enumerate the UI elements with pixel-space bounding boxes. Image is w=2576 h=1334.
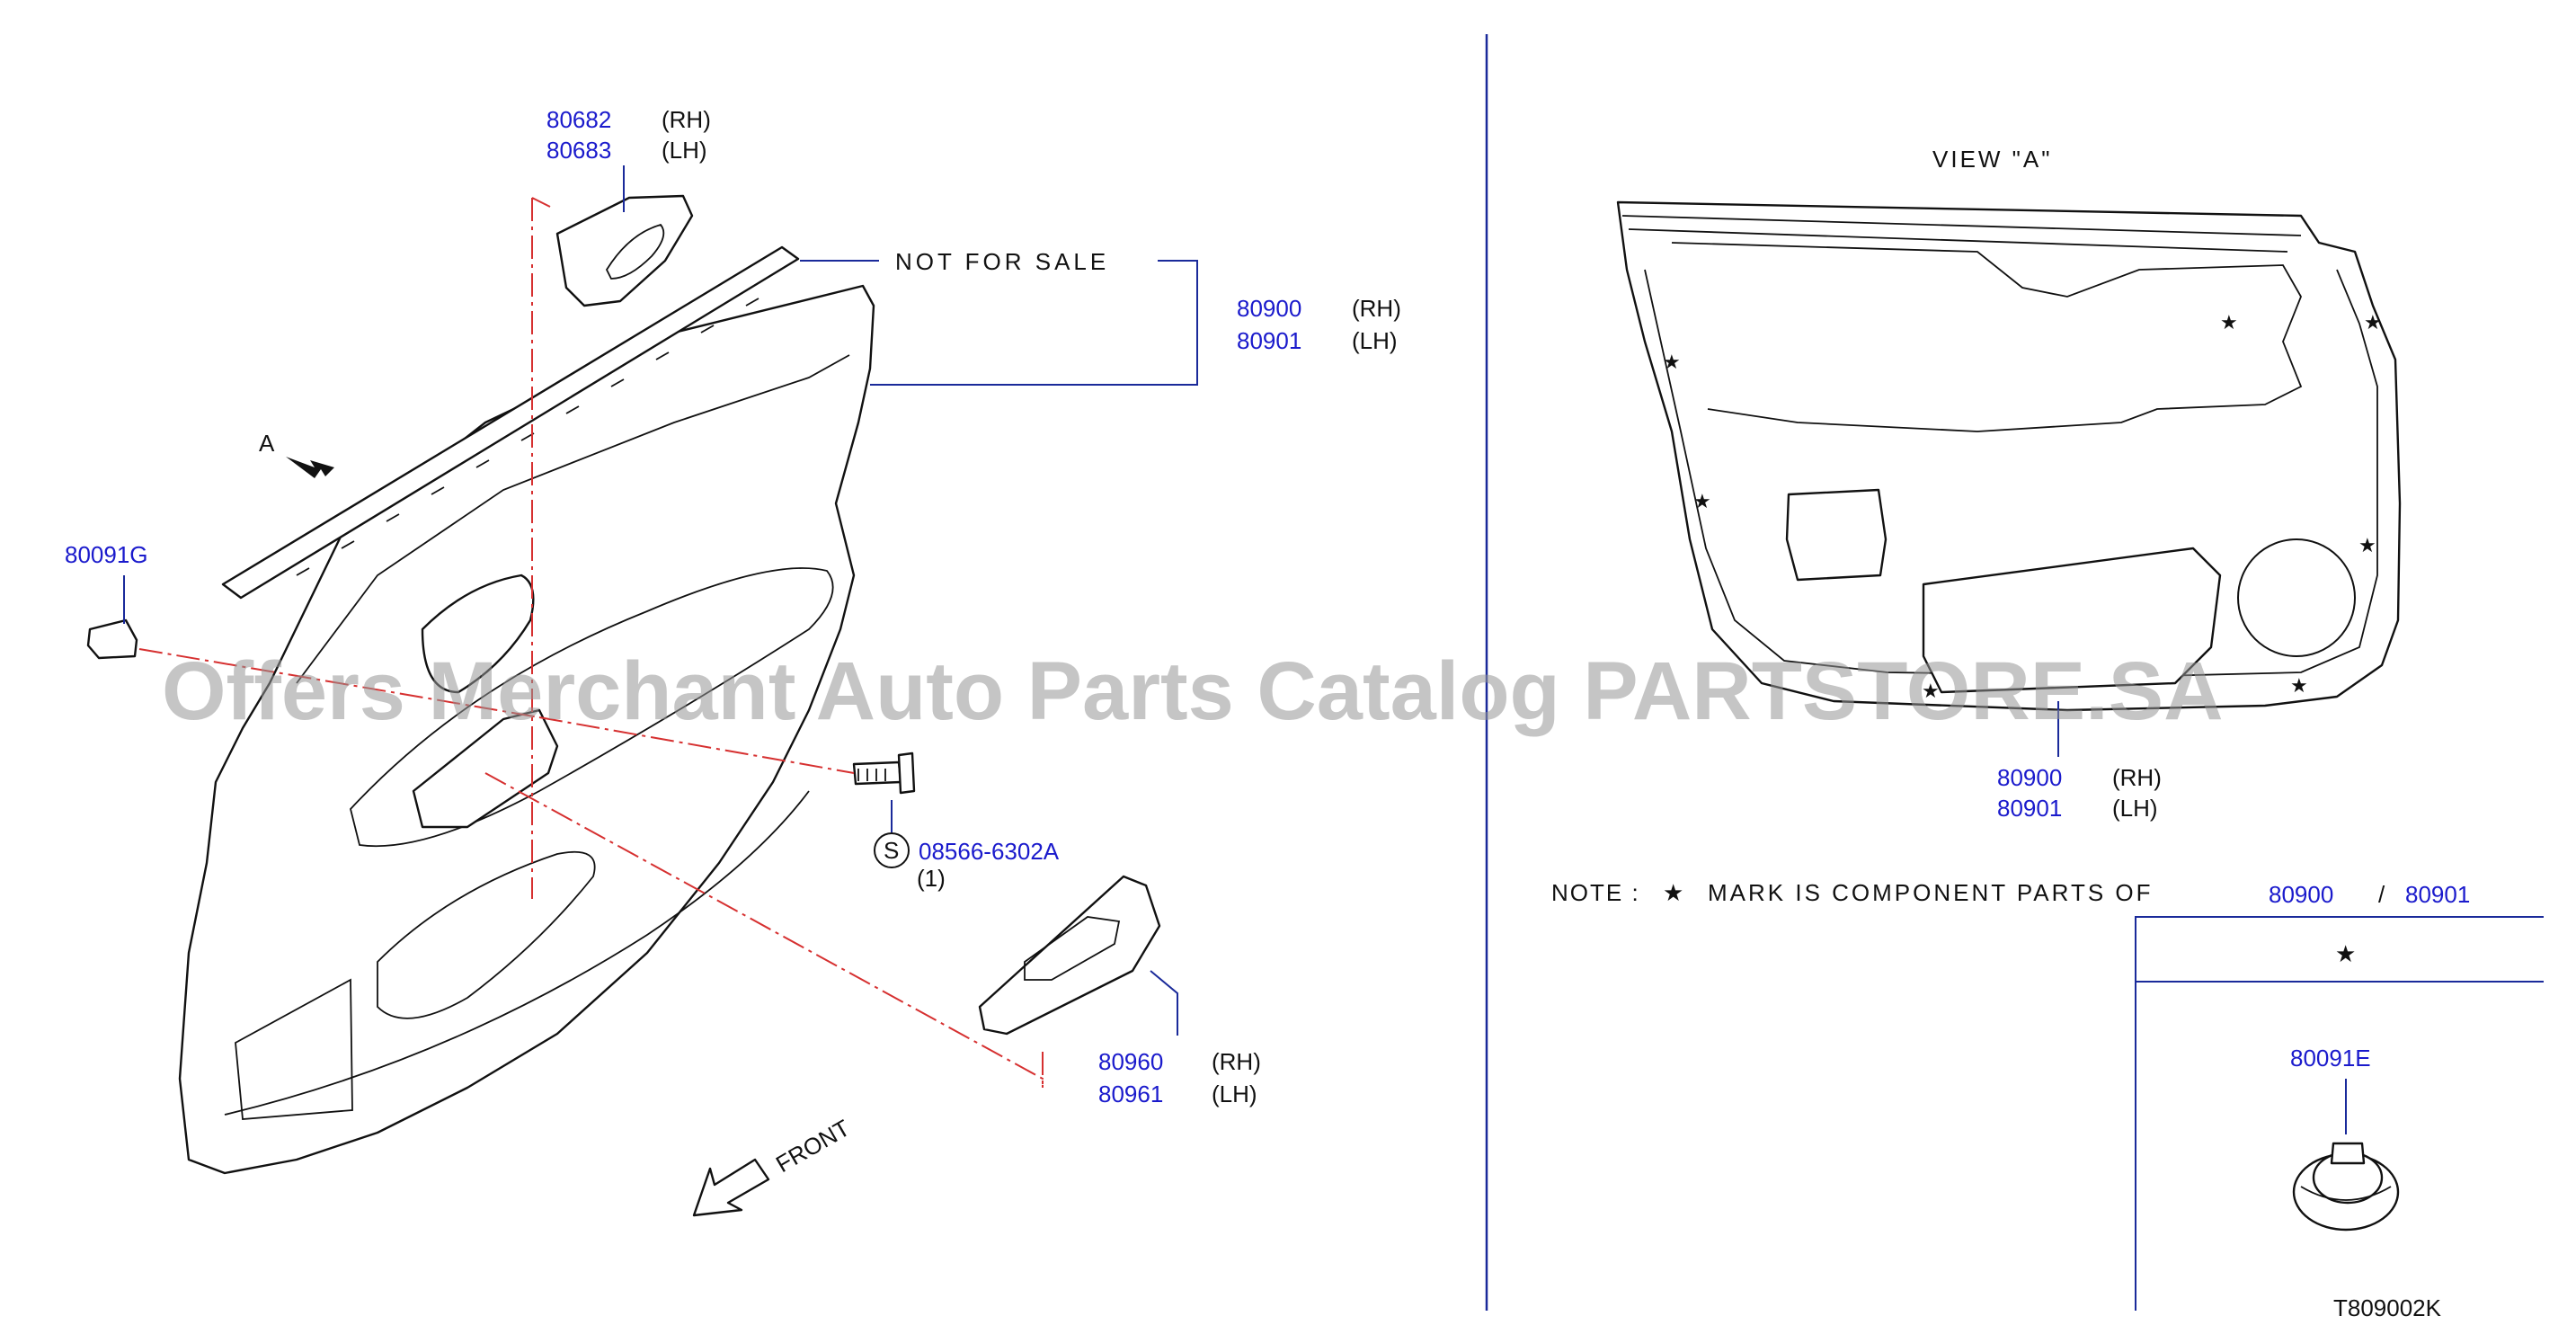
note-part-b: 80901 <box>2405 881 2470 908</box>
guide-line-clip <box>138 648 540 718</box>
callout-80901: 80901 <box>1237 327 1301 354</box>
not-for-sale-label: NOT FOR SALE <box>895 248 1109 275</box>
switch-finisher-part <box>555 194 694 307</box>
arrow-a-label: A <box>259 430 275 457</box>
note-star-icon: ★ <box>1663 879 1683 906</box>
callout-08566-6302a: 08566-6302A <box>919 838 1060 865</box>
clip-80091g-part <box>86 618 138 660</box>
callout-80961: 80961 <box>1098 1081 1163 1107</box>
callout-80683: 80683 <box>546 137 611 164</box>
guide-line-bolt <box>538 716 855 774</box>
view-callout-80900: 80900 <box>1997 764 2062 791</box>
clip-80091e-part <box>2292 1142 2400 1232</box>
callout-rh-80682: (RH) <box>662 106 711 133</box>
rear-view-armrest-frame <box>1922 547 2222 694</box>
svg-text:★: ★ <box>1922 680 1940 702</box>
door-trim-lower-line <box>224 790 810 1116</box>
power-window-switch-buttons <box>1024 916 1121 981</box>
figure-code: T809002K <box>2333 1294 2442 1321</box>
power-window-switch-part <box>978 875 1161 1036</box>
bolt-quantity: (1) <box>917 865 946 892</box>
rear-view-module <box>1785 488 1888 582</box>
callout-80960: 80960 <box>1098 1048 1163 1075</box>
callout-rh-80900: (RH) <box>1352 295 1401 322</box>
guide-line-switch <box>484 772 1044 1088</box>
window-moulding-strip <box>221 245 800 600</box>
bolt-mark: S <box>884 837 899 864</box>
switch-bracket <box>412 708 559 829</box>
bolt-mark-circle <box>874 832 910 868</box>
callout-lh-80961: (LH) <box>1212 1081 1257 1107</box>
door-trim-armrest <box>350 567 834 848</box>
view-a-title: VIEW "A" <box>1932 146 2052 173</box>
component-table-frame <box>2135 916 2544 1311</box>
callout-80682: 80682 <box>546 106 611 133</box>
svg-text:★: ★ <box>2290 674 2308 697</box>
callout-rh-80960: (RH) <box>1212 1048 1261 1075</box>
note-prefix: NOTE : <box>1551 879 1640 906</box>
inside-handle-recess <box>421 574 535 694</box>
svg-text:★: ★ <box>2220 311 2238 334</box>
switch-finisher-hole <box>605 223 665 280</box>
callout-lh-80683: (LH) <box>662 137 707 164</box>
bolt-part <box>852 751 916 795</box>
view-callout-rh-80900: (RH) <box>2112 764 2162 791</box>
svg-text:★: ★ <box>2358 534 2376 556</box>
leader-80960 <box>1150 970 1178 1036</box>
callout-80900: 80900 <box>1237 295 1301 322</box>
component-star-marks: ★ ★ ★ ★ ★ ★ ★ <box>1663 311 2382 702</box>
svg-text:★: ★ <box>1693 490 1711 512</box>
guide-line-finisher <box>531 197 551 899</box>
callout-lh-80901: (LH) <box>1352 327 1398 354</box>
door-trim-inner-contour <box>296 354 850 684</box>
watermark-text: Offers Merchant Auto Parts Catalog PARTS… <box>162 645 2224 737</box>
rear-view-top-rail <box>1621 215 2302 253</box>
front-arrow-icon <box>692 1158 770 1217</box>
leader-trim-bracket <box>870 260 1198 386</box>
note-slash: / <box>2378 881 2385 908</box>
front-label: FRONT <box>771 1114 855 1178</box>
moulding-clips <box>296 298 759 576</box>
rear-view-upper-bracket <box>1671 242 2303 432</box>
view-callout-80901: 80901 <box>1997 795 2062 822</box>
arrow-a-icon <box>286 457 334 478</box>
note-text: MARK IS COMPONENT PARTS OF <box>1708 879 2154 906</box>
svg-text:★: ★ <box>1663 351 1681 373</box>
door-pocket <box>377 850 596 1019</box>
callout-80091e: 80091E <box>2290 1045 2371 1072</box>
rear-view-speaker <box>2237 538 2356 657</box>
view-callout-lh-80901: (LH) <box>2112 795 2158 822</box>
callout-80091g: 80091G <box>65 541 148 568</box>
svg-text:★: ★ <box>2364 311 2382 334</box>
door-speaker-grille <box>235 978 353 1120</box>
component-table-star: ★ <box>2335 940 2356 967</box>
note-part-a: 80900 <box>2269 881 2333 908</box>
